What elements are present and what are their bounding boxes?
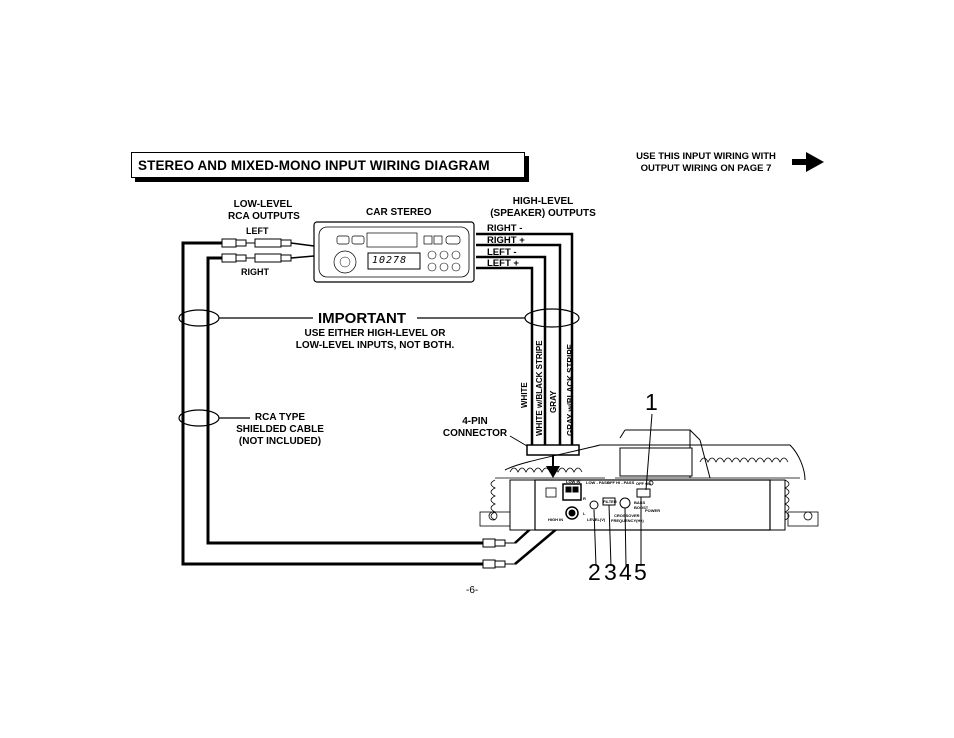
amp-high-in-label: HIGH IN — [548, 517, 564, 522]
output-wiring-note: USE THIS INPUT WIRING WITH OUTPUT WIRING… — [636, 151, 776, 174]
amp-crossover-label: CROSSOVER — [614, 513, 640, 518]
callout-5: 5 — [634, 559, 647, 585]
rca-cable-left — [181, 241, 483, 566]
wire-label-gray-black-stripe: GRAY w/BLACK STRIPE — [566, 343, 575, 436]
amp-ch-r-label: R — [583, 496, 586, 501]
stereo-display: 10278 — [372, 255, 408, 266]
wire-label-gray: GRAY — [549, 390, 558, 413]
amp-frequency-label: FREQUENCY(Hz) — [611, 518, 644, 523]
speaker-output-left-neg: LEFT - — [487, 247, 517, 258]
rca-plug-amp-right-icon — [482, 538, 515, 548]
car-stereo-unit — [313, 221, 475, 283]
diagram-title: STEREO AND MIXED-MONO INPUT WIRING DIAGR… — [138, 157, 490, 173]
connector-label: 4-PIN CONNECTOR — [442, 416, 508, 439]
speaker-wires — [476, 232, 574, 445]
speaker-output-left-pos: LEFT + — [487, 258, 519, 269]
amplifier — [479, 429, 819, 531]
amp-bass-boost-label: BASS BOOST — [634, 500, 649, 510]
car-stereo-label: CAR STEREO — [366, 207, 432, 218]
callout-3: 3 — [604, 559, 617, 585]
low-level-label: LOW-LEVEL RCA OUTPUTS — [228, 199, 300, 222]
high-level-label: HIGH-LEVEL (SPEAKER) OUTPUTS — [490, 196, 596, 219]
amp-power-label: POWER — [645, 508, 661, 513]
rca-plug-left-icon — [221, 238, 292, 248]
important-note: USE EITHER HIGH-LEVEL OR LOW-LEVEL INPUT… — [295, 328, 455, 351]
important-ellipses — [178, 308, 580, 427]
rca-plug-right-icon — [221, 253, 292, 263]
important-heading: IMPORTANT — [318, 310, 407, 327]
rca-cable-label: RCA TYPE SHIELDED CABLE (NOT INCLUDED) — [236, 412, 324, 447]
callout-1: 1 — [645, 389, 658, 415]
speaker-output-right-pos: RIGHT + — [487, 235, 525, 246]
amp-ch-l-label: L — [583, 511, 586, 516]
amp-low-in-label: LOW IN — [566, 479, 581, 484]
callout-2: 2 — [588, 559, 601, 585]
callout-leaders — [593, 413, 653, 567]
rca-cable-right — [206, 256, 483, 545]
amp-hi-pass-label: OFF HI - PASS — [607, 480, 635, 485]
left-rca-label: LEFT — [246, 226, 269, 236]
right-arrow-icon — [792, 152, 824, 172]
amp-filter-label: FILTER — [603, 499, 617, 504]
amp-level-label: LEVEL(V) — [587, 517, 606, 522]
diagram-title-box: STEREO AND MIXED-MONO INPUT WIRING DIAGR… — [131, 152, 525, 178]
amp-off-on-label: OFF ON — [636, 481, 652, 486]
wire-label-white: WHITE — [520, 382, 529, 408]
rca-plug-amp-left-icon — [482, 559, 515, 569]
page-number: -6- — [466, 585, 479, 596]
wire-label-white-black-stripe: WHITE w/BLACK STRIPE — [535, 340, 544, 436]
speaker-output-right-neg: RIGHT - — [487, 223, 523, 234]
callout-4: 4 — [619, 559, 632, 585]
right-rca-label: RIGHT — [241, 267, 269, 277]
amp-low-pass-label: LOW - PASS — [586, 480, 610, 485]
